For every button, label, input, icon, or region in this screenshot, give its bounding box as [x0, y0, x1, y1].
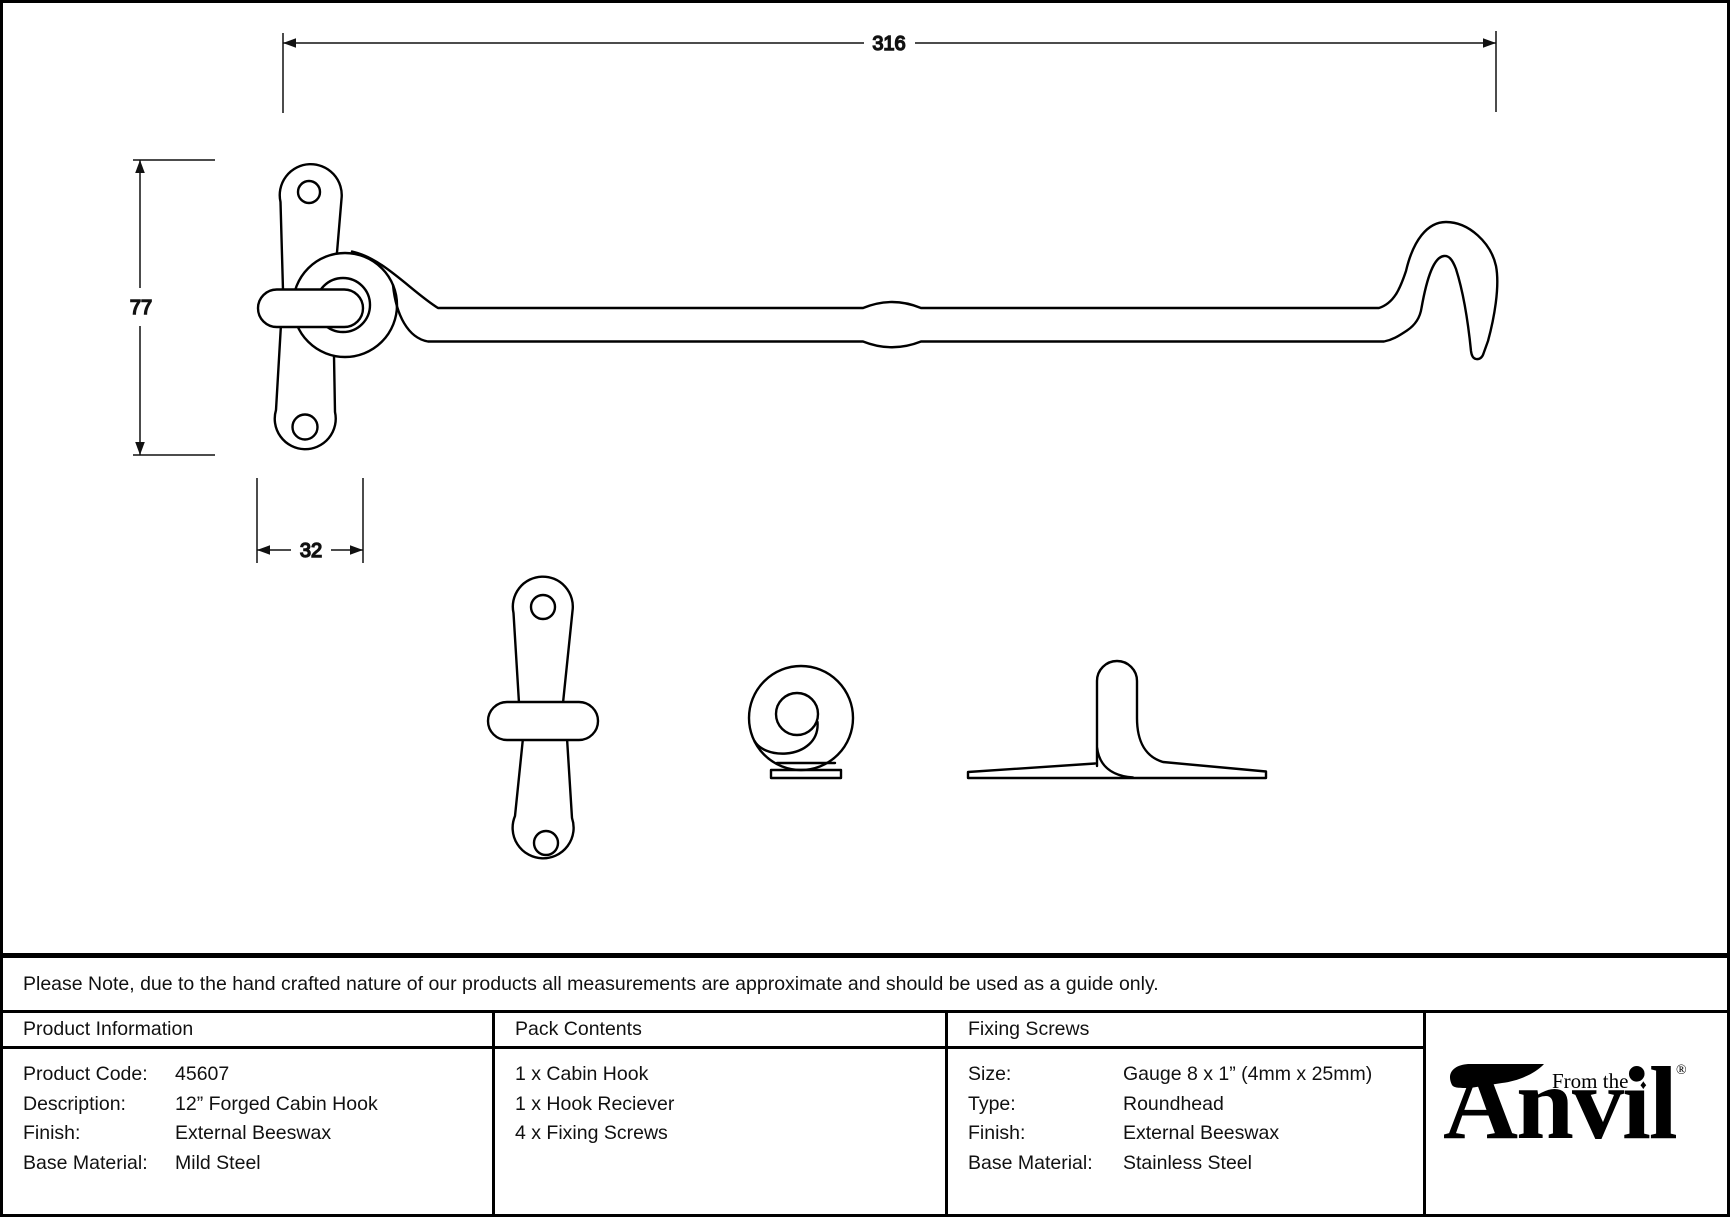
table-row: Size: Gauge 8 x 1” (4mm x 25mm): [968, 1060, 1423, 1090]
row-label: Finish:: [23, 1122, 81, 1145]
pack-contents-body: 1 x Cabin Hook 1 x Hook Reciever 4 x Fix…: [495, 1049, 945, 1214]
row-value: 45607: [175, 1063, 230, 1085]
row-label: Base Material:: [968, 1151, 1093, 1174]
dim-label-backplate-width: 32: [300, 540, 322, 562]
receiver-eye-tail: [753, 720, 819, 755]
product-information-header: Product Information: [3, 1013, 492, 1049]
diamond-icon: ♦: [1640, 1077, 1647, 1092]
fixing-screws-column: Fixing Screws Size: Gauge 8 x 1” (4mm x …: [948, 1013, 1426, 1214]
arrowhead-down: [135, 442, 145, 455]
fixing-screws-body: Size: Gauge 8 x 1” (4mm x 25mm) Type: Ro…: [948, 1049, 1423, 1214]
hook-receiver-front-view: [747, 664, 855, 780]
brand-rest: nvil: [1516, 1046, 1678, 1161]
row-value: Mild Steel: [175, 1151, 261, 1174]
product-information-body: Product Code: 45607 Description: 12” For…: [3, 1049, 492, 1214]
anvil-icon: [1449, 1064, 1544, 1088]
dimension-annotations: 316 77 32: [129, 31, 1497, 563]
row-label: Finish:: [968, 1122, 1026, 1145]
receiver-eye-inner: [774, 691, 820, 737]
measurement-note-band: Please Note, due to the hand crafted nat…: [3, 953, 1727, 1010]
brand-wordmark: Anvil: [1443, 1052, 1678, 1156]
dimension-backplate-width: 32: [256, 478, 364, 563]
receiver-eye-outer: [747, 664, 855, 772]
receiver-base-plate: [769, 768, 843, 780]
registered-trademark-icon: ®: [1676, 1063, 1687, 1078]
row-label: Type:: [968, 1092, 1016, 1115]
backplate-view-hole-top: [529, 593, 557, 621]
row-label: Product Code:: [23, 1063, 148, 1085]
arrowhead-right: [350, 545, 363, 555]
list-item: 1 x Hook Reciever: [515, 1092, 675, 1115]
dimension-overall-length: 316: [282, 31, 1497, 113]
spec-table: Product Information Product Code: 45607 …: [3, 1010, 1727, 1214]
product-information-column: Product Information Product Code: 45607 …: [3, 1013, 495, 1214]
pack-contents-header: Pack Contents: [495, 1013, 945, 1049]
fixing-screws-header: Fixing Screws: [948, 1013, 1423, 1049]
table-row: Finish: External Beeswax: [23, 1119, 492, 1149]
hook-shaft-and-hook: [350, 220, 1499, 361]
backplate-view-band: [486, 700, 600, 742]
arrowhead-left: [283, 38, 296, 48]
hook-receiver-side-view: [966, 659, 1268, 780]
row-value: Gauge 8 x 1” (4mm x 25mm): [1123, 1063, 1373, 1085]
table-row: Type: Roundhead: [968, 1090, 1423, 1120]
row-value: External Beeswax: [1123, 1122, 1280, 1145]
brand-logo-cell: Anvil From the ♦ ®: [1426, 1013, 1727, 1214]
dim-label-backplate-height: 77: [130, 297, 152, 319]
arrowhead-left: [257, 545, 270, 555]
arrowhead-right: [1483, 38, 1496, 48]
table-row: Product Code: 45607: [23, 1060, 492, 1090]
row-value: External Beeswax: [175, 1122, 332, 1145]
list-item: 4 x Fixing Screws: [515, 1122, 668, 1145]
list-item: 1 x Cabin Hook: [515, 1063, 649, 1085]
backplate-view-hole-bottom: [532, 829, 560, 857]
row-value: Roundhead: [1123, 1092, 1224, 1115]
table-row: Base Material: Mild Steel: [23, 1149, 492, 1179]
backplate-screw-hole-top: [296, 179, 322, 205]
row-value: 12” Forged Cabin Hook: [175, 1092, 378, 1115]
measurement-note-text: Please Note, due to the hand crafted nat…: [23, 972, 1159, 995]
dimension-backplate-height: 77: [129, 159, 215, 456]
table-row: Finish: External Beeswax: [968, 1119, 1423, 1149]
table-row: Base Material: Stainless Steel: [968, 1149, 1423, 1179]
receiver-side-outline: [966, 659, 1268, 780]
arrowhead-up: [135, 160, 145, 173]
pack-contents-column: Pack Contents 1 x Cabin Hook 1 x Hook Re…: [495, 1013, 948, 1214]
row-label: Size:: [968, 1063, 1012, 1085]
backplate-screw-hole-bottom: [291, 413, 319, 441]
row-label: Description:: [23, 1092, 126, 1115]
row-label: Base Material:: [23, 1151, 148, 1174]
part-views: [256, 163, 1499, 860]
backplate-component-view: [486, 575, 600, 860]
dim-label-overall-length: 316: [872, 33, 905, 55]
brand-tagline: From the: [1552, 1069, 1629, 1093]
pivot-pin: [256, 288, 365, 329]
cabin-hook-assembly-view: [256, 163, 1499, 451]
table-row: Description: 12” Forged Cabin Hook: [23, 1090, 492, 1120]
row-value: Stainless Steel: [1123, 1151, 1252, 1174]
